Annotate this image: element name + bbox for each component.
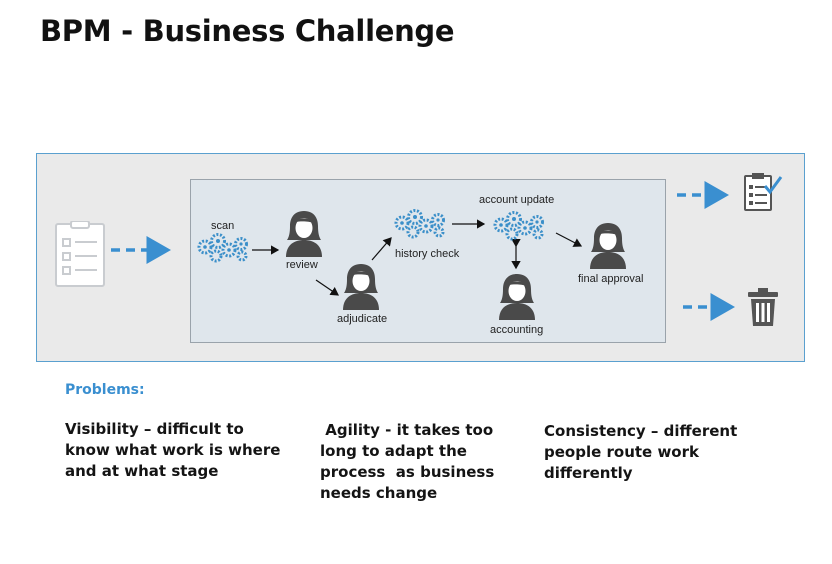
arrow-account-to-final: [555, 232, 583, 247]
label-history-check: history check: [395, 248, 460, 260]
person-icon: [343, 264, 379, 310]
label-accounting: accounting: [490, 324, 544, 336]
arrow-adjudicate-to-history: [371, 237, 392, 261]
label-account-update: account update: [479, 194, 555, 206]
checklist-icon: [744, 173, 783, 211]
problem-consistency: Consistency – different people route wor…: [544, 422, 738, 482]
page-title: BPM - Business Challenge: [40, 14, 455, 48]
person-icon: [499, 274, 535, 320]
label-final-approval: final approval: [578, 273, 644, 285]
workflow-panel: [190, 179, 666, 343]
gears-icon: [394, 209, 445, 239]
gears-icon: [197, 233, 248, 263]
form-document-icon: [55, 221, 105, 287]
label-scan: scan: [211, 220, 235, 232]
arrow-review-to-adjudicate: [315, 279, 339, 296]
label-adjudicate: adjudicate: [337, 313, 388, 325]
problem-visibility: Visibility – difficult to know what work…: [65, 420, 281, 480]
person-icon: [286, 211, 322, 257]
problem-agility: Agility - it takes too long to adapt the…: [320, 421, 500, 502]
person-icon: [590, 223, 626, 269]
problems-heading: Problems:: [65, 382, 145, 398]
gears-icon: [493, 211, 544, 241]
label-review: review: [286, 259, 318, 271]
trash-bin-icon: [748, 288, 778, 326]
